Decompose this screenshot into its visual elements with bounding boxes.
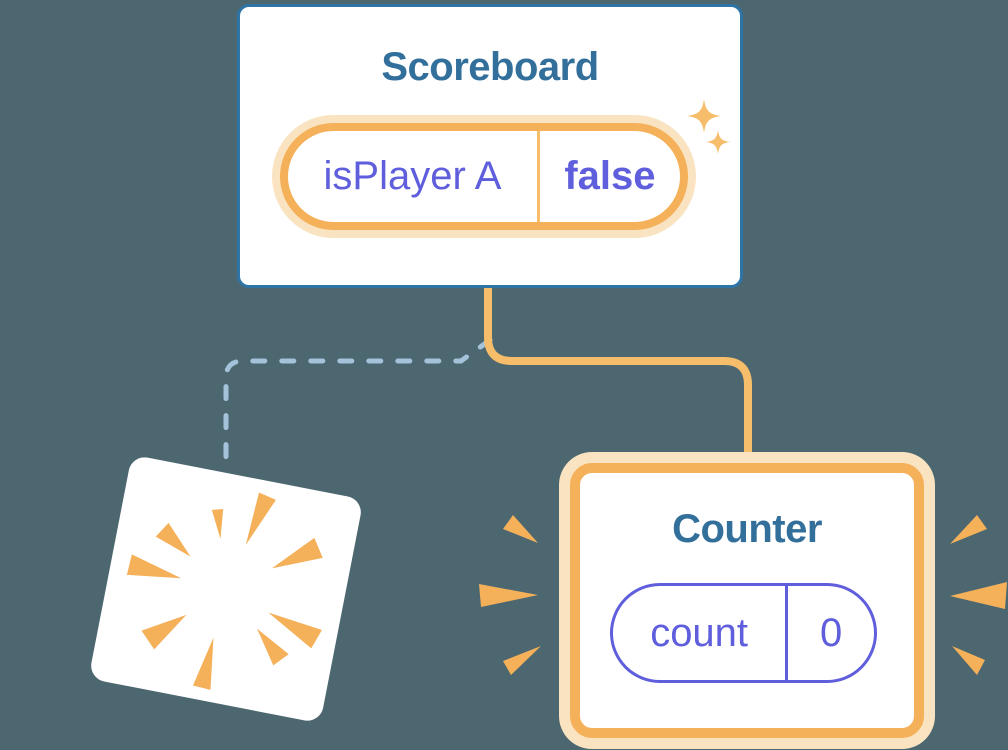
counter-title: Counter — [672, 507, 822, 551]
emphasis-burst-left-icon — [479, 515, 541, 675]
scoreboard-title: Scoreboard — [381, 45, 599, 89]
scoreboard-component-card: Scoreboard isPlayer A false — [237, 4, 743, 288]
solid-connector-line — [484, 286, 752, 453]
poof-burst-icon — [126, 492, 323, 690]
emphasis-ray — [503, 646, 541, 675]
poof-ray — [245, 492, 276, 545]
poof-ray — [268, 612, 322, 649]
emphasis-ray — [503, 515, 538, 543]
poof-ray — [257, 628, 289, 666]
state-value: false — [564, 154, 656, 198]
poof-ray — [141, 614, 187, 650]
counter-state-pill: count 0 — [610, 583, 877, 683]
poof-ray — [211, 508, 224, 540]
emphasis-ray — [952, 646, 985, 675]
poof-ray — [126, 554, 182, 579]
dashed-connector-line — [223, 337, 493, 462]
scoreboard-state-pill: isPlayer A false — [280, 123, 688, 230]
emphasis-ray — [479, 584, 538, 607]
state-key: count — [613, 586, 789, 680]
state-key: isPlayer A — [288, 131, 540, 222]
poof-ray — [155, 522, 191, 557]
state-value: 0 — [820, 610, 843, 655]
poof-ray — [192, 637, 214, 690]
emphasis-ray — [950, 515, 987, 544]
emphasis-ray — [950, 582, 1007, 609]
counter-component-card: Counter count 0 — [570, 463, 924, 738]
emphasis-burst-right-icon — [950, 515, 1007, 675]
destroyed-component-card — [88, 454, 364, 724]
poof-ray — [271, 537, 323, 569]
